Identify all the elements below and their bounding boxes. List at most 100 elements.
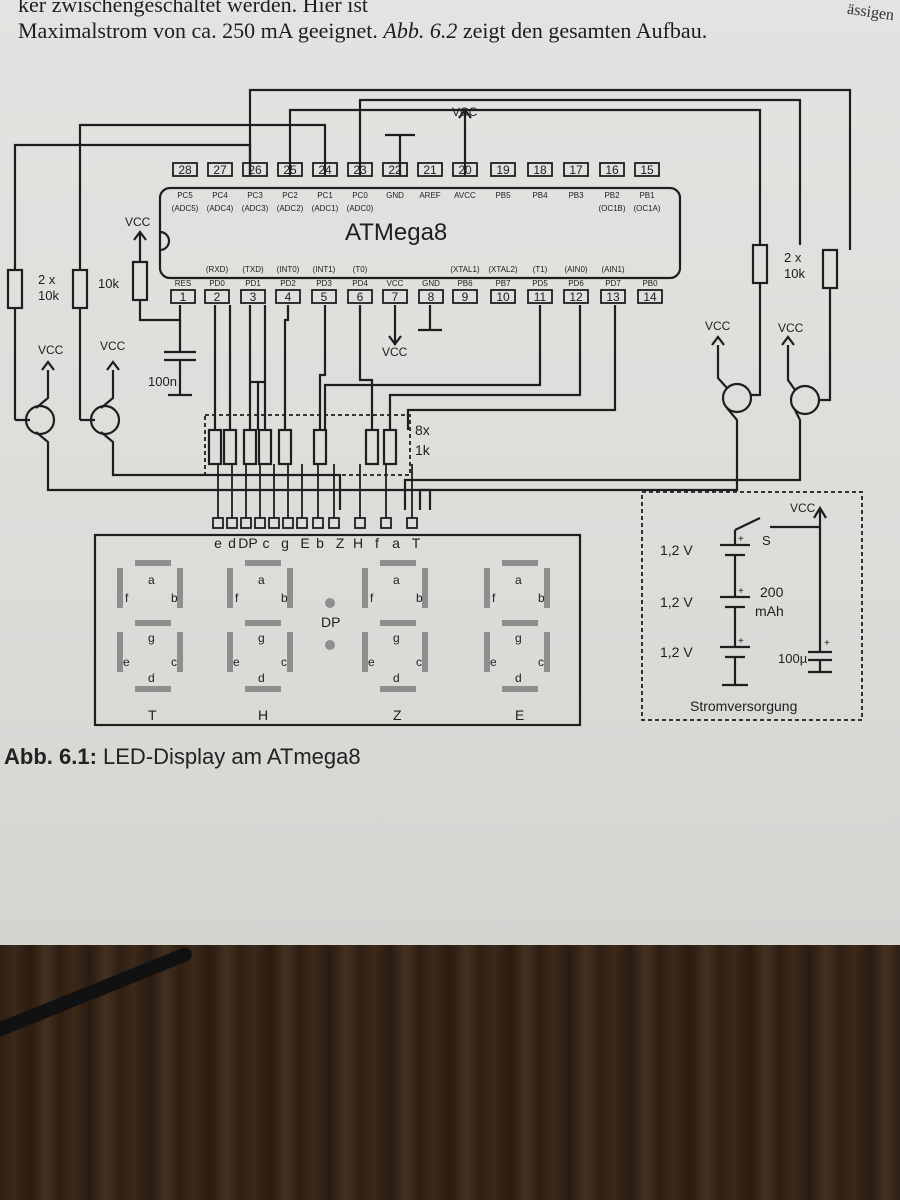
chip-pin-alt: (RXD) (206, 265, 229, 274)
chip-pin-alt: (ADC3) (242, 204, 269, 213)
connector-label: DP (238, 535, 257, 551)
segment-d (502, 686, 538, 692)
chip-notch (159, 230, 171, 252)
segment-a (502, 560, 538, 566)
battery-cell: +1,2 V (660, 636, 750, 660)
chip-pin-name: PB4 (532, 191, 548, 200)
segment-f (484, 568, 490, 608)
chip-pin-number: 13 (606, 290, 620, 304)
dp-label: DP (321, 614, 340, 630)
battery-plus: + (738, 636, 744, 647)
chip-pin-name: PD1 (245, 279, 261, 288)
segment-g (502, 620, 538, 626)
chip-pin-21 (417, 162, 443, 177)
transistor-right-2 (789, 384, 821, 416)
book-page: ker zwischengeschaltet werden. Hier ist … (0, 0, 900, 947)
chip-bottom-pins: 1RES2PD0(RXD)3PD1(TXD)4PD2(INT0)5PD3(INT… (170, 265, 663, 304)
capacitor-100u-label: 100µ (778, 651, 808, 666)
connector-label: Z (336, 535, 345, 551)
segment-letter: f (125, 591, 129, 605)
segment-letter: e (123, 655, 130, 669)
chip-name: ATMega8 (345, 219, 447, 246)
vcc-label-t2: VCC (100, 339, 126, 353)
chip-pin-alt: (ADC5) (172, 204, 199, 213)
connector-lines (212, 464, 418, 529)
chip-pin-number: 3 (250, 290, 257, 304)
chip-pin-name: PB6 (457, 279, 473, 288)
battery-cell: +1,2 V (660, 586, 750, 610)
battery-plus: + (738, 586, 744, 597)
capacity-value: 200 (760, 584, 784, 600)
resistor-2x-label-right: 2 x (784, 250, 802, 265)
segment-d (380, 686, 416, 692)
chip-pin-number: 27 (213, 163, 227, 177)
chip-pin-alt: (OC1A) (633, 204, 660, 213)
chip-pin-number: 10 (496, 290, 510, 304)
resistor-1k (257, 428, 273, 466)
chip-pin-9 (452, 289, 478, 304)
connector-label: g (281, 535, 289, 551)
connector-pin (406, 517, 418, 529)
capacitor-100u-plus: + (824, 638, 830, 649)
chip-pin-number: 28 (178, 163, 192, 177)
chip-pin-name: GND (422, 279, 440, 288)
chip-pin-alt: (INT0) (277, 265, 300, 274)
chip-pin-alt: (ADC2) (277, 204, 304, 213)
battery-voltage: 1,2 V (660, 542, 693, 558)
chip-pin-name: RES (175, 279, 191, 288)
circuit-schematic: ATMega8 28PC5(ADC5)27PC4(ADC4)26PC3(ADC3… (6, 88, 863, 727)
chip-pin-27 (207, 162, 233, 177)
segment-letter: e (233, 655, 240, 669)
chip-pin-number: 11 (534, 290, 547, 304)
power-supply-title: Stromversorgung (690, 698, 797, 714)
capacitor-100n-label: 100n (148, 374, 177, 389)
chip-pin-number: 1 (180, 290, 187, 304)
chip-pin-number: 4 (285, 290, 292, 304)
chip-pin-7 (382, 289, 408, 304)
chip-pin-19 (490, 162, 516, 177)
display-box (93, 533, 582, 727)
segment-letter: g (148, 631, 155, 645)
segment-e (362, 632, 368, 672)
segment-letter: d (393, 671, 400, 685)
chip-pin-number: 22 (388, 163, 402, 177)
figure-caption: Abb. 6.1: LED-Display am ATmega8 (4, 744, 361, 769)
segment-e (117, 632, 123, 672)
connector-label: f (375, 535, 379, 551)
chip-pin-name: PB1 (639, 191, 655, 200)
chip-pin-number: 17 (569, 163, 583, 177)
connector-pin (354, 517, 366, 529)
batteries: +1,2 V+1,2 V+1,2 V (660, 534, 750, 660)
connector-pin (254, 517, 266, 529)
segment-b (287, 568, 293, 608)
segment-b (544, 568, 550, 608)
vcc-label-t4: VCC (778, 321, 804, 335)
resistor-2x10k-right-2 (821, 248, 839, 290)
resistor-1k (364, 428, 380, 466)
digit-label: Z (393, 707, 402, 723)
wooden-table (0, 945, 900, 1200)
chip-pin-name: PB2 (604, 191, 620, 200)
chip-pin-name: PC2 (282, 191, 298, 200)
chip-pin-name: AVCC (454, 191, 476, 200)
segment-letter: a (148, 573, 155, 587)
vcc-label-t1: VCC (38, 343, 64, 357)
resistor-10k-left-label: 10k (98, 276, 119, 291)
segment-c (422, 632, 428, 672)
segment-e (227, 632, 233, 672)
chip-pin-number: 18 (533, 163, 547, 177)
segment-letter: b (538, 591, 545, 605)
vcc-label-power: VCC (790, 501, 816, 515)
connector-pin (212, 517, 224, 529)
segment-letter: c (281, 655, 287, 669)
text-line-2: Maximalstrom von ca. 250 mA geeignet. Ab… (18, 18, 708, 43)
vcc-label-t3: VCC (705, 319, 731, 333)
dp-dot-upper (325, 598, 335, 608)
segment-letter: b (281, 591, 288, 605)
connector-label: H (353, 535, 363, 551)
segment-c (177, 632, 183, 672)
resistor-network (207, 428, 398, 466)
chip-pin-name: GND (386, 191, 404, 200)
vcc-label-pin7: VCC (382, 345, 408, 359)
